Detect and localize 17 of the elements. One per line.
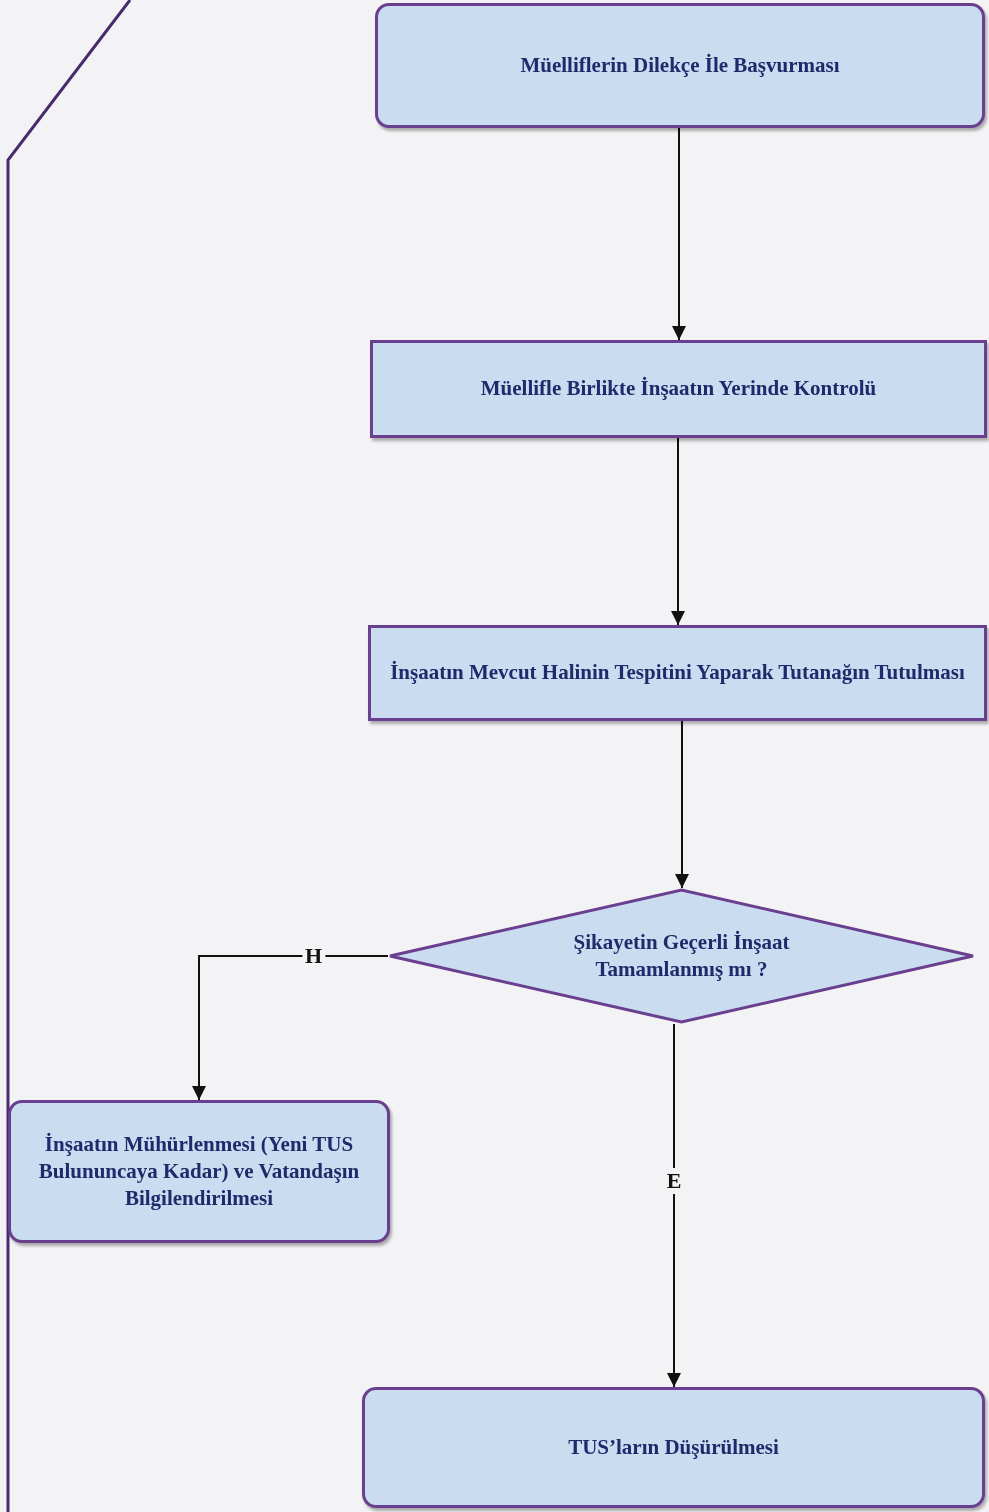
decision-diamond [388, 888, 975, 1024]
node-text: TUS’ların Düşürülmesi [568, 1433, 779, 1461]
node-text: İnşaatın Mevcut Halinin Tespitini Yaparak Tutanağın Tutulması [390, 659, 965, 687]
node-text: Müelliflerin Dilekçe İle Başvurması [520, 51, 840, 79]
process-box [362, 1387, 985, 1508]
node-text: Müellifle Birlikte İnşaatın Yerinde Kontrolü [480, 375, 877, 403]
process-box [370, 340, 987, 438]
process-box [368, 625, 987, 721]
arrow [667, 1023, 681, 1388]
node-text: İnşaatın Mühürlenmesi (Yeni TUS Bulununcaya Kadar) ve Vatandaşın Bilgilendirilmesi [37, 1130, 361, 1213]
arrow [671, 437, 685, 626]
arrow [192, 955, 389, 1101]
process-box [8, 1100, 390, 1243]
arrow [675, 720, 689, 889]
node-text: Şikayetin Geçerli İnşaat Tamamlanmış mı ? [572, 928, 791, 983]
process-box [375, 3, 985, 128]
arrow [672, 127, 686, 341]
